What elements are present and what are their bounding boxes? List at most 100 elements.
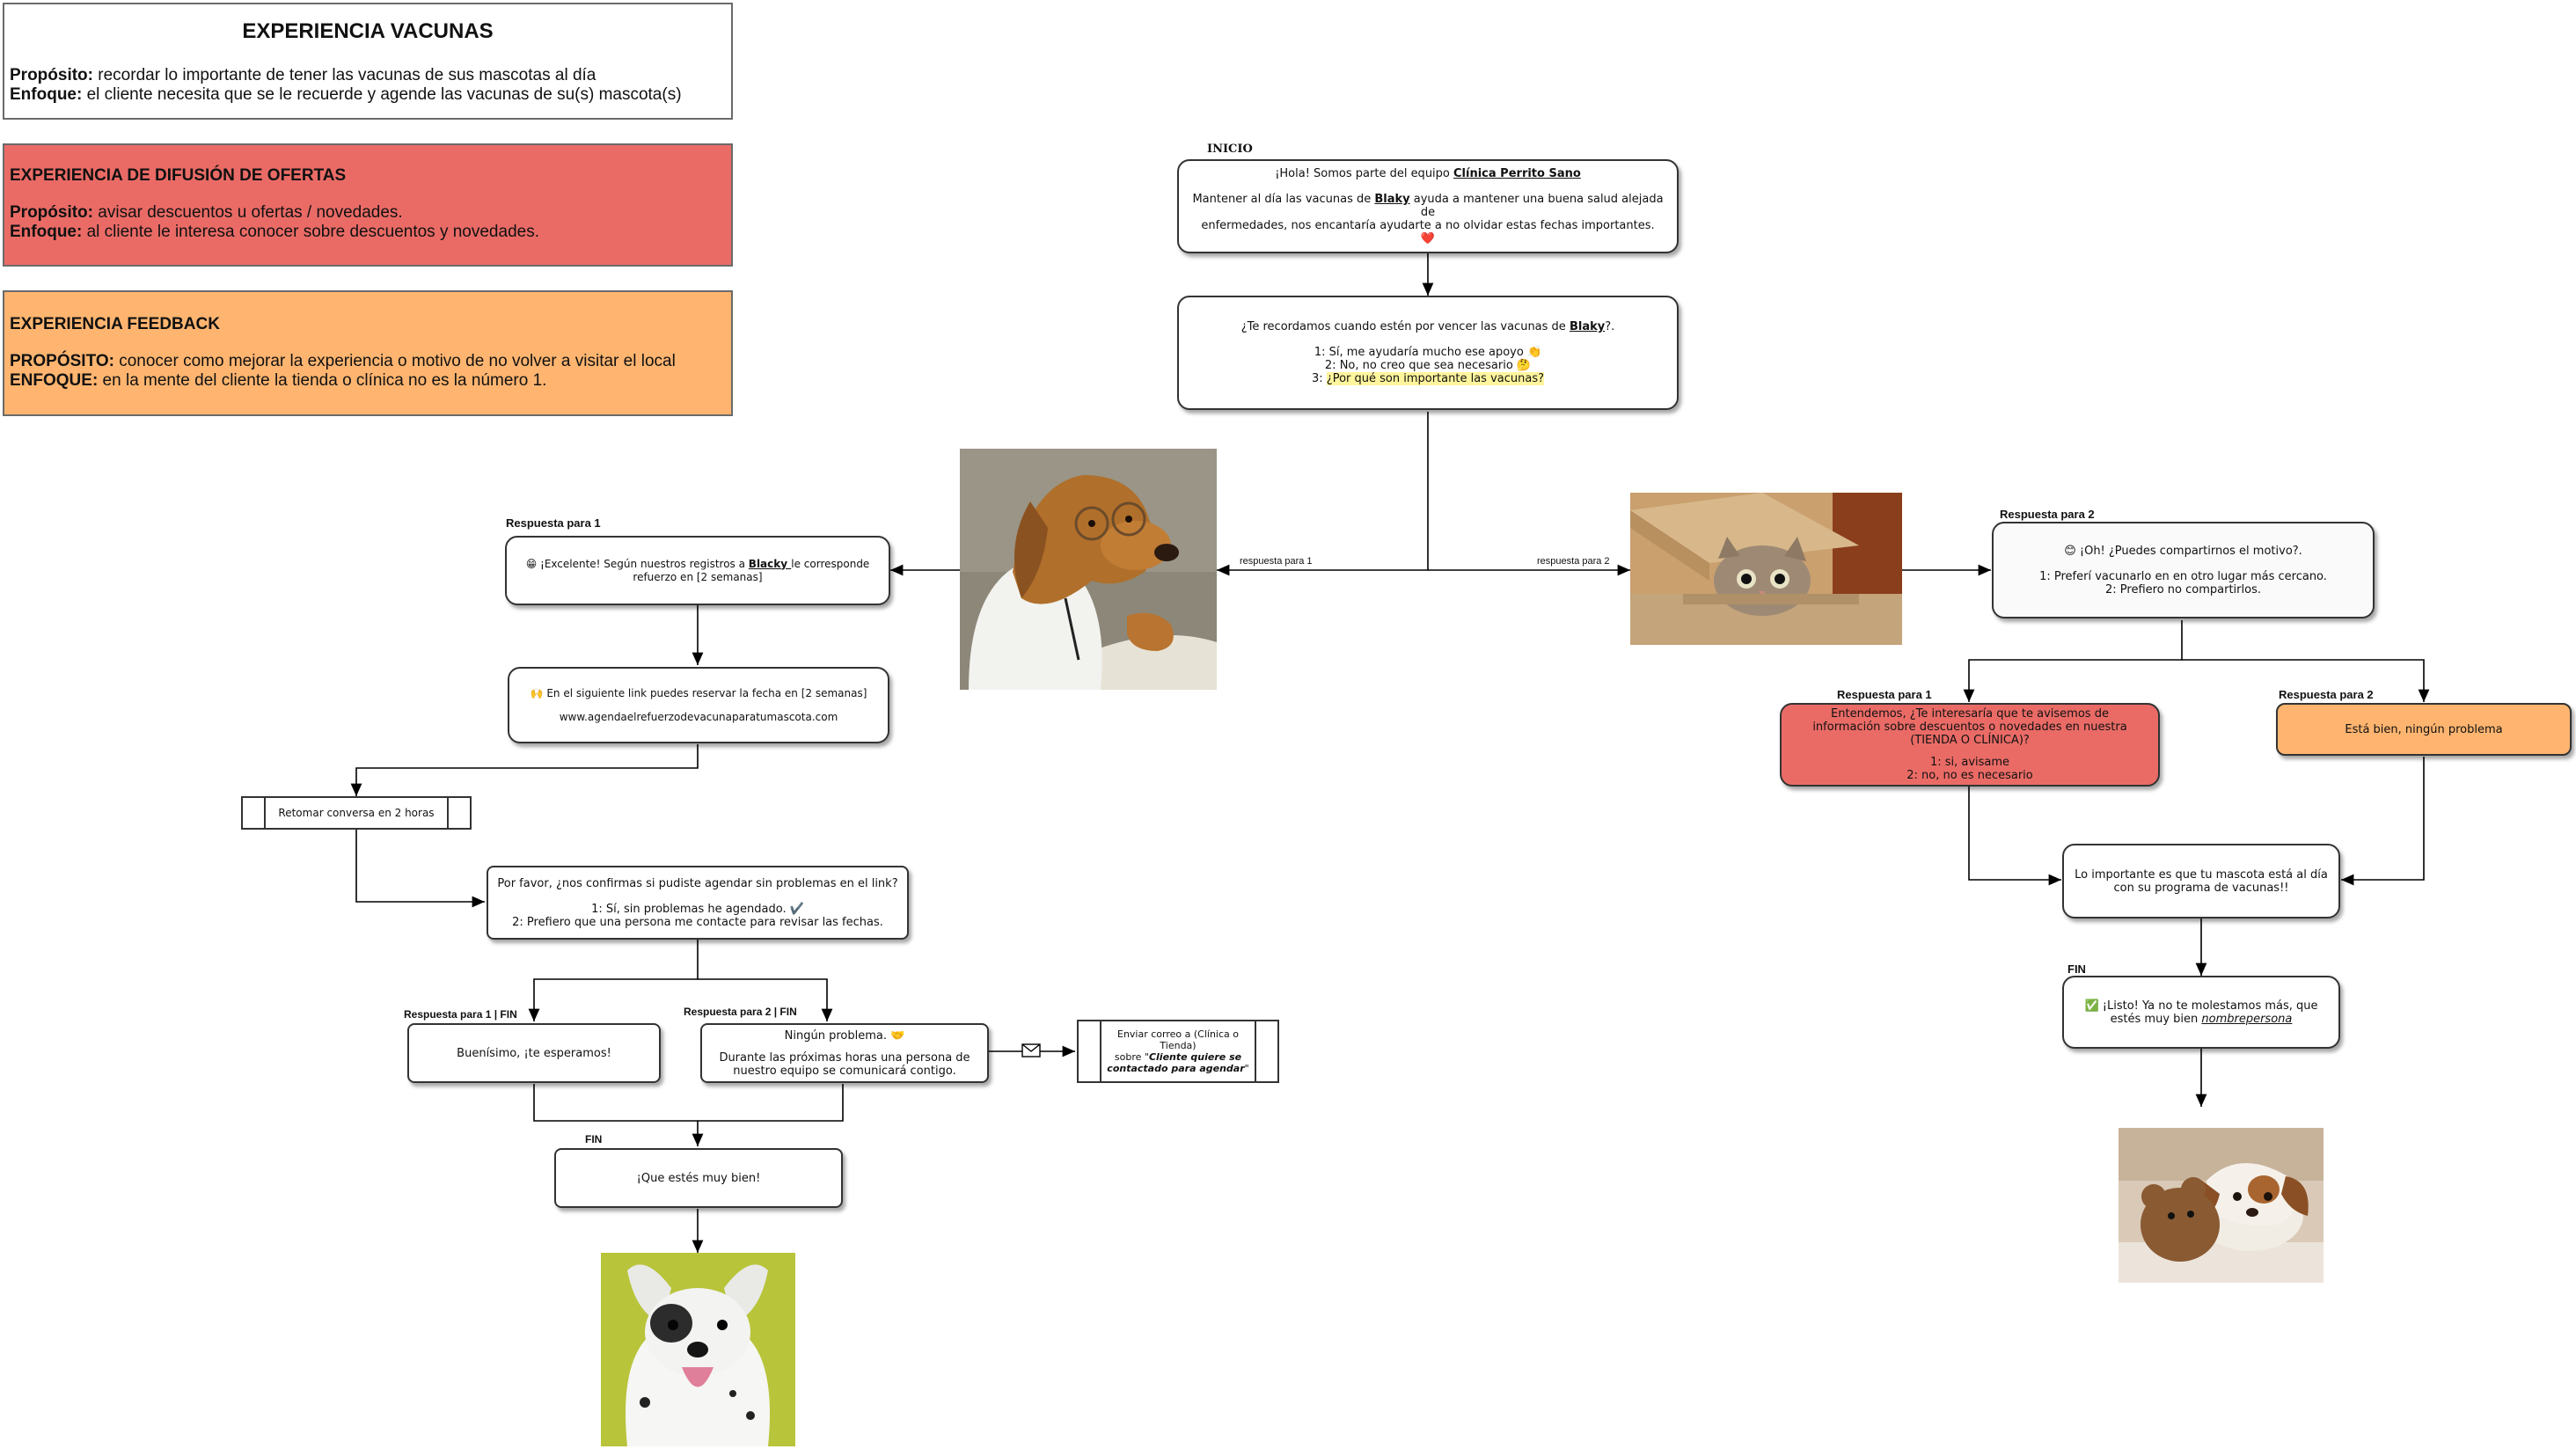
pet-name-link[interactable]: Blaky xyxy=(1569,320,1606,333)
pet-name-link[interactable]: Blacky xyxy=(748,557,792,570)
focus-key: Enfoque: xyxy=(10,85,83,104)
pet-name-link[interactable]: Blaky xyxy=(1374,193,1410,206)
legend-ofertas-title: EXPERIENCIA DE DIFUSIÓN DE OFERTAS xyxy=(10,166,347,185)
question-line: ¿Te recordamos cuando estén por vencer l… xyxy=(1241,320,1615,333)
node-reminder-question: ¿Te recordamos cuando estén por vencer l… xyxy=(1177,296,1679,410)
focus-value: en la mente del cliente la tienda o clín… xyxy=(98,371,547,390)
cat-box-photo xyxy=(1630,493,1902,645)
retomar-text: Retomar conversa en 2 horas xyxy=(278,807,435,819)
process-enviar-correo: Enviar correo a (Clínica o Tienda) sobre… xyxy=(1077,1020,1279,1083)
highlighted-option: ¿Por qué son importante las vacunas? xyxy=(1326,372,1544,385)
buenisimo-text: Buenísimo, ¡te esperamos! xyxy=(457,1046,611,1060)
edge-entendemos-importante xyxy=(1968,787,2061,886)
correo-line-1: Enviar correo a (Clínica o Tienda) xyxy=(1117,1028,1239,1051)
node-buenisimo: Buenísimo, ¡te esperamos! xyxy=(407,1023,661,1083)
node-entendemos: Entendemos, ¿Te interesaría que te avise… xyxy=(1780,703,2160,787)
oh-question: 😊 ¡Oh! ¿Puedes compartirnos el motivo?. xyxy=(2064,544,2302,558)
edge-label-respuesta-2: respuesta para 2 xyxy=(1537,556,1610,567)
listo-text: ✅ ¡Listo! Ya no te molestamos más, que e… xyxy=(2071,999,2331,1026)
process-retomar: Retomar conversa en 2 horas xyxy=(241,796,472,830)
legend-vacunas-title: EXPERIENCIA VACUNAS xyxy=(242,19,494,43)
node-start-greeting: ¡Hola! Somos parte del equipo Clínica Pe… xyxy=(1177,159,1679,253)
edge-oh-resp1 xyxy=(1963,620,2183,702)
node-listo: ✅ ¡Listo! Ya no te molestamos más, que e… xyxy=(2062,976,2340,1049)
excelente-text: 😁 ¡Excelente! Según nuestros registros a… xyxy=(514,558,882,584)
oh-option-1[interactable]: 1: Preferí vacunarlo en en otro lugar má… xyxy=(2039,569,2327,583)
entendemos-option-1[interactable]: 1: si, avisame xyxy=(1929,756,2010,769)
label-respuesta-2: Respuesta para 2 xyxy=(2000,508,2095,521)
confirm-option-2[interactable]: 2: Prefiero que una persona me contacte … xyxy=(512,915,883,929)
text: ¡Hola! Somos parte del equipo xyxy=(1275,167,1454,180)
text: ?. xyxy=(1605,320,1615,333)
legend-ofertas-focus: Enfoque: al cliente le interesa conocer … xyxy=(10,223,726,242)
edge-oh-resp2 xyxy=(2182,659,2430,702)
label-respuesta-1-fin: Respuesta para 1 | FIN xyxy=(404,1008,517,1021)
focus-value: al cliente le interesa conocer sobre des… xyxy=(82,223,539,241)
problema-line-1: Ningún problema. 🤝 xyxy=(784,1028,905,1043)
greeting-line-1: ¡Hola! Somos parte del equipo Clínica Pe… xyxy=(1275,167,1581,180)
confirm-option-1[interactable]: 1: Sí, sin problemas he agendado. ✔️ xyxy=(591,902,804,916)
node-esta-bien: Está bien, ningún problema xyxy=(2276,703,2572,756)
heart-icon: ❤️ xyxy=(1420,232,1436,245)
importante-text: Lo importante es que tu mascota está al … xyxy=(2075,867,2328,895)
entendemos-option-2[interactable]: 2: no, no es necesario xyxy=(1906,769,2033,782)
edge-confirm-resp1 xyxy=(528,940,699,1021)
clinic-link[interactable]: Clínica Perrito Sano xyxy=(1453,167,1581,180)
text: ✅ ¡Listo! Ya no te molestamos más, que e… xyxy=(2084,999,2318,1026)
text: le corresponde refuerzo en [2 semanas] xyxy=(633,557,870,583)
legend-vacunas-purpose: Propósito: recordar lo importante de ten… xyxy=(10,66,726,85)
legend-feedback: EXPERIENCIA FEEDBACK PROPÓSITO: conocer … xyxy=(3,290,733,416)
correo-emphasis: Cliente quiere se contactado para agenda… xyxy=(1107,1051,1245,1074)
puppy-teddy-photo xyxy=(2119,1128,2324,1283)
text: ¿Te recordamos cuando estén por vencer l… xyxy=(1240,320,1570,333)
node-que-estes-bien: ¡Que estés muy bien! xyxy=(554,1148,843,1208)
text: " xyxy=(1244,1063,1249,1074)
text: 😁 ¡Excelente! Según nuestros registros a xyxy=(525,557,749,570)
purpose-value: avisar descuentos u ofertas / novedades. xyxy=(93,203,403,222)
purpose-key: Propósito: xyxy=(10,203,93,222)
node-excelente: 😁 ¡Excelente! Según nuestros registros a… xyxy=(505,536,890,605)
oh-option-2[interactable]: 2: Prefiero no compartirlos. xyxy=(2105,582,2261,596)
booking-url-link[interactable]: www.agendaelrefuerzodevacunaparatumascot… xyxy=(559,710,838,723)
edge-link-retomar xyxy=(350,744,699,796)
edge-problema-fin xyxy=(698,1084,844,1122)
node-confirm: Por favor, ¿nos confirmas si pudiste age… xyxy=(487,866,909,940)
edge-question-resp1 xyxy=(1217,412,1429,576)
text: 3: xyxy=(1312,372,1327,385)
legend-feedback-purpose: PROPÓSITO: conocer como mejorar la exper… xyxy=(10,352,726,371)
label-fin-right: FIN xyxy=(2067,962,2086,976)
greeting-line-3: enfermedades, nos encantaría ayudarte a … xyxy=(1201,219,1655,232)
label-respuesta-1: Respuesta para 1 xyxy=(506,516,601,530)
edge-label-respuesta-1: respuesta para 1 xyxy=(1240,556,1313,567)
option-1[interactable]: 1: Sí, me ayudaría mucho ese apoyo 👏 xyxy=(1314,346,1542,359)
person-name-placeholder: nombrepersona xyxy=(2201,1012,2293,1026)
problema-line-2: Durante las próximas horas una persona d… xyxy=(719,1050,970,1078)
text: ayuda a mantener una buena salud alejada… xyxy=(1409,193,1664,219)
envelope-icon xyxy=(1021,1043,1041,1057)
edge-estabien-importante xyxy=(2341,757,2425,886)
purpose-key: PROPÓSITO: xyxy=(10,352,114,370)
purpose-value: conocer como mejorar la experiencia o mo… xyxy=(113,352,676,370)
greeting-line-2: Mantener al día las vacunas de Blaky ayu… xyxy=(1186,193,1670,219)
edge-confirm-resp2 xyxy=(698,978,833,1021)
confirm-question: Por favor, ¿nos confirmas si pudiste age… xyxy=(497,876,898,890)
node-booking-link: 🙌 En el siguiente link puedes reservar l… xyxy=(508,667,889,743)
que-estes-text: ¡Que estés muy bien! xyxy=(636,1171,761,1185)
option-2[interactable]: 2: No, no creo que sea necesario 🤔 xyxy=(1324,359,1532,372)
label-inicio: INICIO xyxy=(1207,143,1253,156)
booking-text: 🙌 En el siguiente link puedes reservar l… xyxy=(530,686,867,699)
purpose-value: recordar lo importante de tener las vacu… xyxy=(93,66,596,84)
option-3[interactable]: 3: ¿Por qué son importante las vacunas? xyxy=(1312,372,1544,385)
legend-ofertas: EXPERIENCIA DE DIFUSIÓN DE OFERTAS Propó… xyxy=(3,143,733,267)
node-ningun-problema: Ningún problema. 🤝 Durante las próximas … xyxy=(700,1023,989,1083)
text: Mantener al día las vacunas de xyxy=(1192,193,1375,206)
label-fin-left: FIN xyxy=(585,1133,603,1145)
legend-ofertas-purpose: Propósito: avisar descuentos u ofertas /… xyxy=(10,203,726,223)
label-right-respuesta-2: Respuesta para 2 xyxy=(2279,688,2374,701)
focus-key: Enfoque: xyxy=(10,223,83,241)
label-right-respuesta-1: Respuesta para 1 xyxy=(1837,688,1932,701)
node-oh-motivo: 😊 ¡Oh! ¿Puedes compartirnos el motivo?. … xyxy=(1992,522,2375,618)
purpose-key: Propósito: xyxy=(10,66,93,84)
entendemos-question: Entendemos, ¿Te interesaría que te avise… xyxy=(1812,707,2127,747)
esta-bien-text: Está bien, ningún problema xyxy=(2345,722,2503,736)
